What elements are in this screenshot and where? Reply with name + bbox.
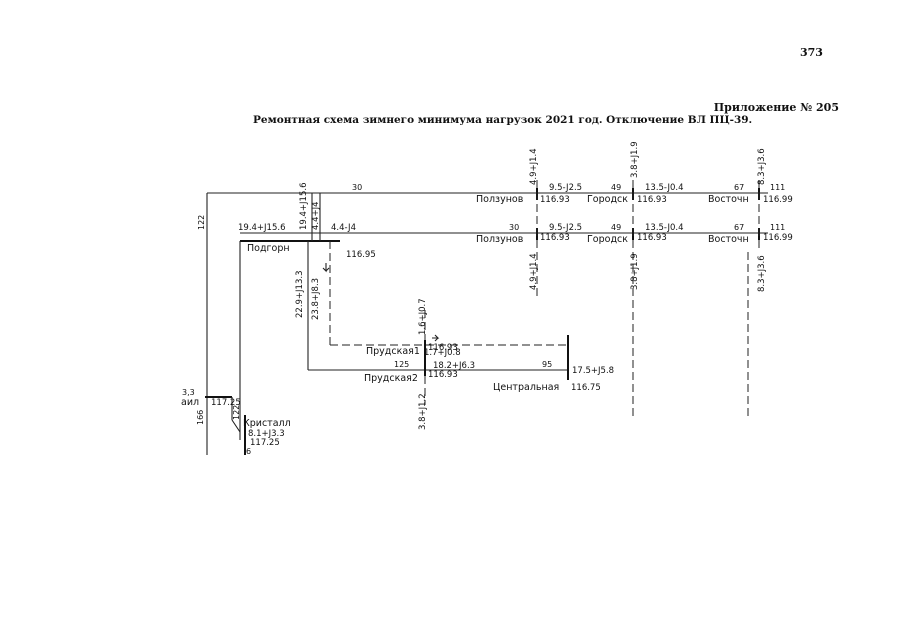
label-30b: 30 [509, 223, 519, 232]
name-centralnaya: Центральная [493, 382, 559, 393]
voltage-vostochn1: 116.99 [763, 195, 793, 205]
flow-13-5-0-4-a: 13.5-J0.4 [645, 183, 684, 193]
voltage-vostochn2: 116.99 [763, 233, 793, 243]
flow-8-3-3-6-bottom: 8.3+J3.6 [757, 255, 767, 292]
name-vostochn2: Восточн [708, 234, 749, 245]
voltage-kristall: 117.25 [250, 438, 280, 448]
arrow-prud1 [432, 334, 440, 342]
voltage-centralnaya: 116.75 [571, 383, 601, 393]
label-125: 125 [394, 360, 409, 369]
name-polzunov2: Ползунов [476, 234, 524, 245]
line-number-labels: 30 30 49 49 67 67 111 111 125 95 3,3 6 1… [182, 183, 785, 456]
substation-labels: Ползунов Ползунов Городск Городск Восточ… [181, 194, 749, 429]
voltage-podgorn: 116.95 [346, 250, 376, 260]
label-166: 166 [196, 410, 205, 425]
flow-3-8-1-9-top: 3.8+J1.9 [630, 141, 640, 178]
line-ail-kristall [231, 419, 241, 433]
flow-8-3-3-6-top: 8.3+J3.6 [757, 148, 767, 185]
flow-4-9-1-4-bottom: 4.9+J1.4 [529, 253, 539, 290]
label-95: 95 [542, 360, 552, 369]
flow-17-5-5-8: 17.5+J5.8 [572, 366, 614, 376]
voltage-gorodsk2: 116.93 [637, 233, 667, 243]
label-122b: 122 [232, 405, 241, 420]
flow-18-2-6-3: 18.2+J6.3 [433, 361, 475, 371]
diagram-title: Ремонтная схема зимнего минимума нагрузо… [253, 114, 753, 126]
flow-19-4-15-6-vertical: 19.4+J15.6 [299, 183, 309, 230]
flow-3-8-1-9-bottom: 3.8+J1.9 [630, 253, 640, 290]
name-prudskaya2: Прудская2 [364, 373, 418, 384]
voltage-polzunov1: 116.93 [540, 195, 570, 205]
voltage-gorodsk1: 116.93 [637, 195, 667, 205]
name-ail: аил [181, 397, 199, 408]
flow-22-9-13-3: 22.9+J13.3 [295, 271, 305, 318]
flow-13-5-0-4-b: 13.5-J0.4 [645, 223, 684, 233]
flow-8-1-3-3: 8.1+J3.3 [248, 429, 285, 439]
voltage-prudskaya1: 116.93 [428, 343, 458, 353]
name-gorodsk1: Городск [587, 194, 628, 205]
label-67a: 67 [734, 183, 744, 192]
label-111b: 111 [770, 223, 785, 232]
label-111a: 111 [770, 183, 785, 192]
name-gorodsk2: Городск [587, 234, 628, 245]
flow-1-7-0-8: 1.7+J0.8 [424, 348, 461, 358]
flow-23-8-8-3: 23.8+J8.3 [311, 278, 321, 320]
label-122a: 122 [197, 215, 206, 230]
name-podgorn: Подгорн [247, 243, 290, 254]
flow-9-5-2-5-b: 9.5-J2.5 [549, 223, 582, 233]
flow-9-5-2-5-a: 9.5-J2.5 [549, 183, 582, 193]
flow-labels: 19.4+J15.6 4.4+J4 19.4+J15.6 4.4-J4 22.9… [238, 141, 767, 439]
flow-4-4-4-vertical: 4.4+J4 [311, 201, 321, 230]
voltage-prudskaya2: 116.93 [428, 370, 458, 380]
flow-4-9-1-4-top: 4.9+J1.4 [529, 148, 539, 185]
voltage-labels: 116.93 116.93 116.93 116.93 116.99 116.9… [211, 195, 793, 448]
appendix-label: Приложение № 205 [713, 101, 839, 114]
name-kristall: Кристалл [243, 418, 291, 429]
main-lines [205, 180, 768, 455]
name-prudskaya1: Прудская1 [366, 346, 420, 357]
voltage-polzunov2: 116.93 [540, 233, 570, 243]
page-number: 373 [800, 46, 823, 59]
label-49a: 49 [611, 183, 621, 192]
name-polzunov1: Ползунов [476, 194, 524, 205]
label-6: 6 [246, 447, 251, 456]
label-67b: 67 [734, 223, 744, 232]
voltage-ail: 117.25 [211, 398, 241, 408]
label-49b: 49 [611, 223, 621, 232]
flow-4-4-4-horizontal: 4.4-J4 [331, 223, 356, 233]
label-30a: 30 [352, 183, 362, 192]
label-3-3: 3,3 [182, 388, 195, 397]
flow-19-4-15-6-horizontal: 19.4+J15.6 [238, 223, 285, 233]
arrow-podgorn-down [322, 263, 330, 273]
flow-1-6-0-7: 1.6+J0.7 [418, 298, 428, 335]
name-vostochn1: Восточн [708, 194, 749, 205]
flow-3-8-1-2: 3.8+J1.2 [418, 393, 428, 430]
